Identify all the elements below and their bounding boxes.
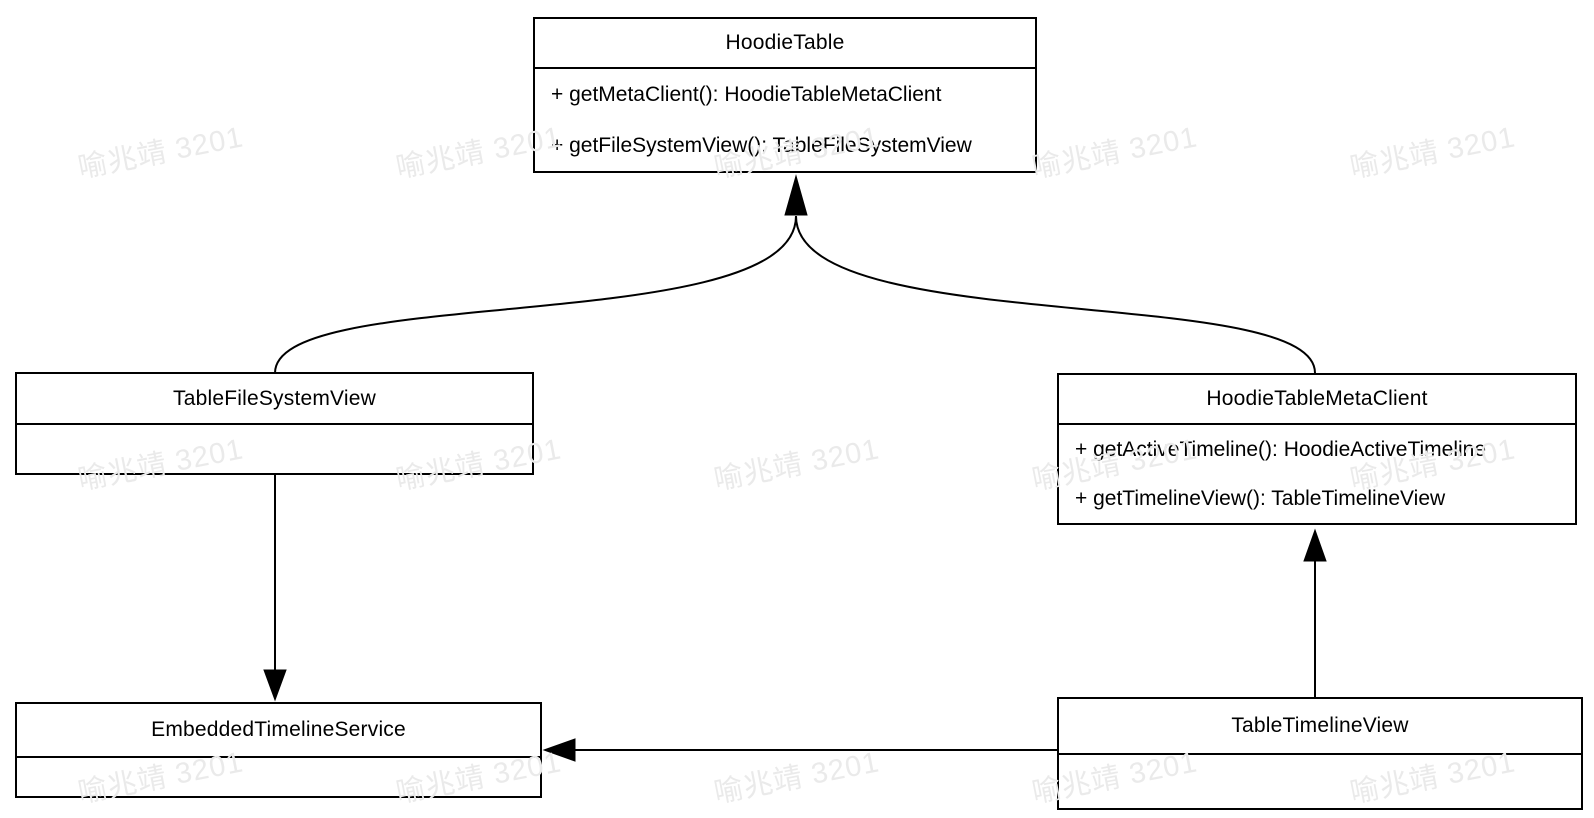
edge-hoodietablemetaclient-to-hoodietable [795,215,1316,374]
class-method: + getFileSystemView(): TableFileSystemVi… [551,133,972,157]
watermark-text: 喻兆靖 3201 [1347,121,1519,185]
arrowhead-up-into-hoodietable [784,174,808,216]
class-methods-empty [1059,755,1581,808]
class-box-hoodietable: HoodieTable + getMetaClient(): HoodieTab… [533,17,1037,173]
class-methods-hoodietable: + getMetaClient(): HoodieTableMetaClient… [535,69,1035,171]
class-method: + getTimelineView(): TableTimelineView [1075,486,1446,510]
class-methods-hoodietablemetaclient: + getActiveTimeline(): HoodieActiveTimel… [1059,425,1575,523]
watermark-text: 喻兆靖 3201 [711,746,883,810]
watermark-text: 喻兆靖 3201 [1029,121,1201,185]
arrowhead-up-into-hoodietablemetaclient [1303,528,1327,562]
watermark-text: 喻兆靖 3201 [75,121,247,185]
class-title-embeddedtimelineservice: EmbeddedTimelineService [17,704,540,758]
class-box-hoodietablemetaclient: HoodieTableMetaClient + getActiveTimelin… [1057,373,1577,525]
class-box-tabletimelineview: TableTimelineView [1057,697,1583,810]
class-title-tablefilesystemview: TableFileSystemView [17,374,532,425]
class-methods-empty [17,758,540,796]
class-title-hoodietable: HoodieTable [535,19,1035,69]
class-title-tabletimelineview: TableTimelineView [1059,699,1581,755]
watermark-text: 喻兆靖 3201 [711,433,883,497]
class-box-tablefilesystemview: TableFileSystemView [15,372,534,475]
arrowhead-left-into-embeddedtimelineservice [542,738,576,762]
class-method: + getMetaClient(): HoodieTableMetaClient [551,82,942,106]
arrowhead-down-into-embeddedtimelineservice [263,669,287,702]
class-title-hoodietablemetaclient: HoodieTableMetaClient [1059,375,1575,425]
edge-tablefilesystemview-to-hoodietable [274,215,797,374]
class-method: + getActiveTimeline(): HoodieActiveTimel… [1075,437,1487,461]
class-box-embeddedtimelineservice: EmbeddedTimelineService [15,702,542,798]
class-methods-empty [17,425,532,473]
